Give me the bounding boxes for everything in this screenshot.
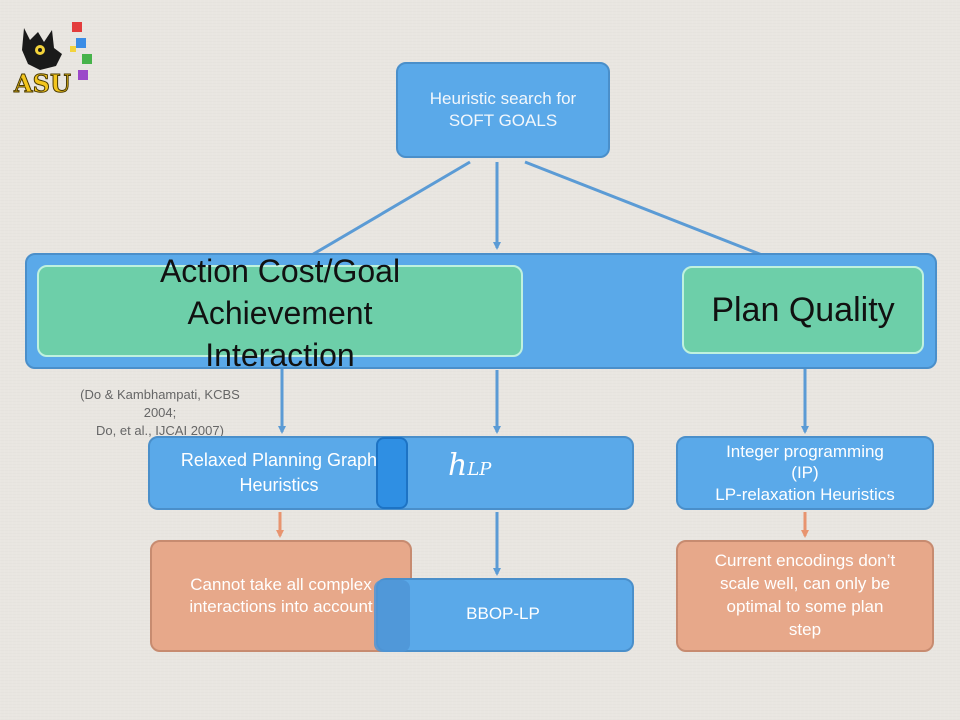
ip-line1: Integer programming	[726, 442, 884, 462]
bbop-lp-node	[376, 578, 634, 652]
action-cost-box	[37, 265, 523, 357]
limitation-right-node: Current encodings don’t scale well, can …	[676, 540, 934, 652]
hlp-highlight-lower	[374, 580, 410, 652]
action-cost-label: Action Cost/Goal Achievement Interaction	[110, 250, 450, 376]
action-cost-line3: Interaction	[205, 337, 355, 373]
action-cost-line2: Achievement	[187, 295, 373, 331]
svg-text:ASU: ASU	[13, 69, 71, 96]
citation-line2: 2004;	[143, 405, 177, 421]
limitation-right-line4: step	[788, 619, 822, 639]
ip-node: Integer programming (IP) LP-relaxation H…	[676, 436, 934, 510]
soft-goals-node: Heuristic search for SOFT GOALS	[396, 62, 610, 158]
ip-line3: LP-relaxation Heuristics	[715, 484, 895, 504]
limitation-left-line1: Cannot take all complex	[190, 574, 372, 594]
bbop-lp-text: BBOP-LP	[466, 604, 540, 623]
asu-logo: ASU	[10, 18, 95, 99]
hlp-subscript: LP	[467, 459, 492, 480]
plan-quality-label: Plan Quality	[711, 290, 895, 329]
hlp-label: hLP	[448, 448, 491, 483]
bbop-lp-label: BBOP-LP	[408, 604, 598, 624]
rpg-label: Relaxed Planning Graph Heuristics	[148, 448, 410, 498]
limitation-left-line2: interactions into account	[189, 597, 373, 616]
rpg-line2: Heuristics	[239, 475, 319, 495]
citation: (Do & Kambhampati, KCBS 2004; Do, et al.…	[40, 386, 280, 441]
limitation-left-node: Cannot take all complex interactions int…	[150, 540, 412, 652]
plan-quality-box: Plan Quality	[682, 266, 924, 354]
ip-line2: (IP)	[791, 463, 819, 483]
limitation-right-line1: Current encodings don’t	[714, 551, 896, 571]
soft-goals-line1: Heuristic search for	[429, 88, 577, 108]
arrow-top-to-right	[524, 160, 781, 264]
citation-line3: Do, et al., IJCAI 2007)	[96, 423, 224, 439]
soft-goals-line2: SOFT GOALS	[448, 111, 558, 130]
arrow-top-to-left	[309, 160, 471, 258]
hlp-highlight-upper	[376, 437, 408, 509]
limitation-right-line3: optimal to some plan	[726, 597, 884, 616]
rpg-line1: Relaxed Planning Graph	[180, 450, 378, 470]
citation-line1: (Do & Kambhampati, KCBS	[80, 387, 240, 402]
hlp-base: h	[448, 448, 468, 483]
limitation-right-line2: scale well, can only be	[719, 574, 891, 594]
action-cost-line1: Action Cost/Goal	[159, 253, 401, 289]
